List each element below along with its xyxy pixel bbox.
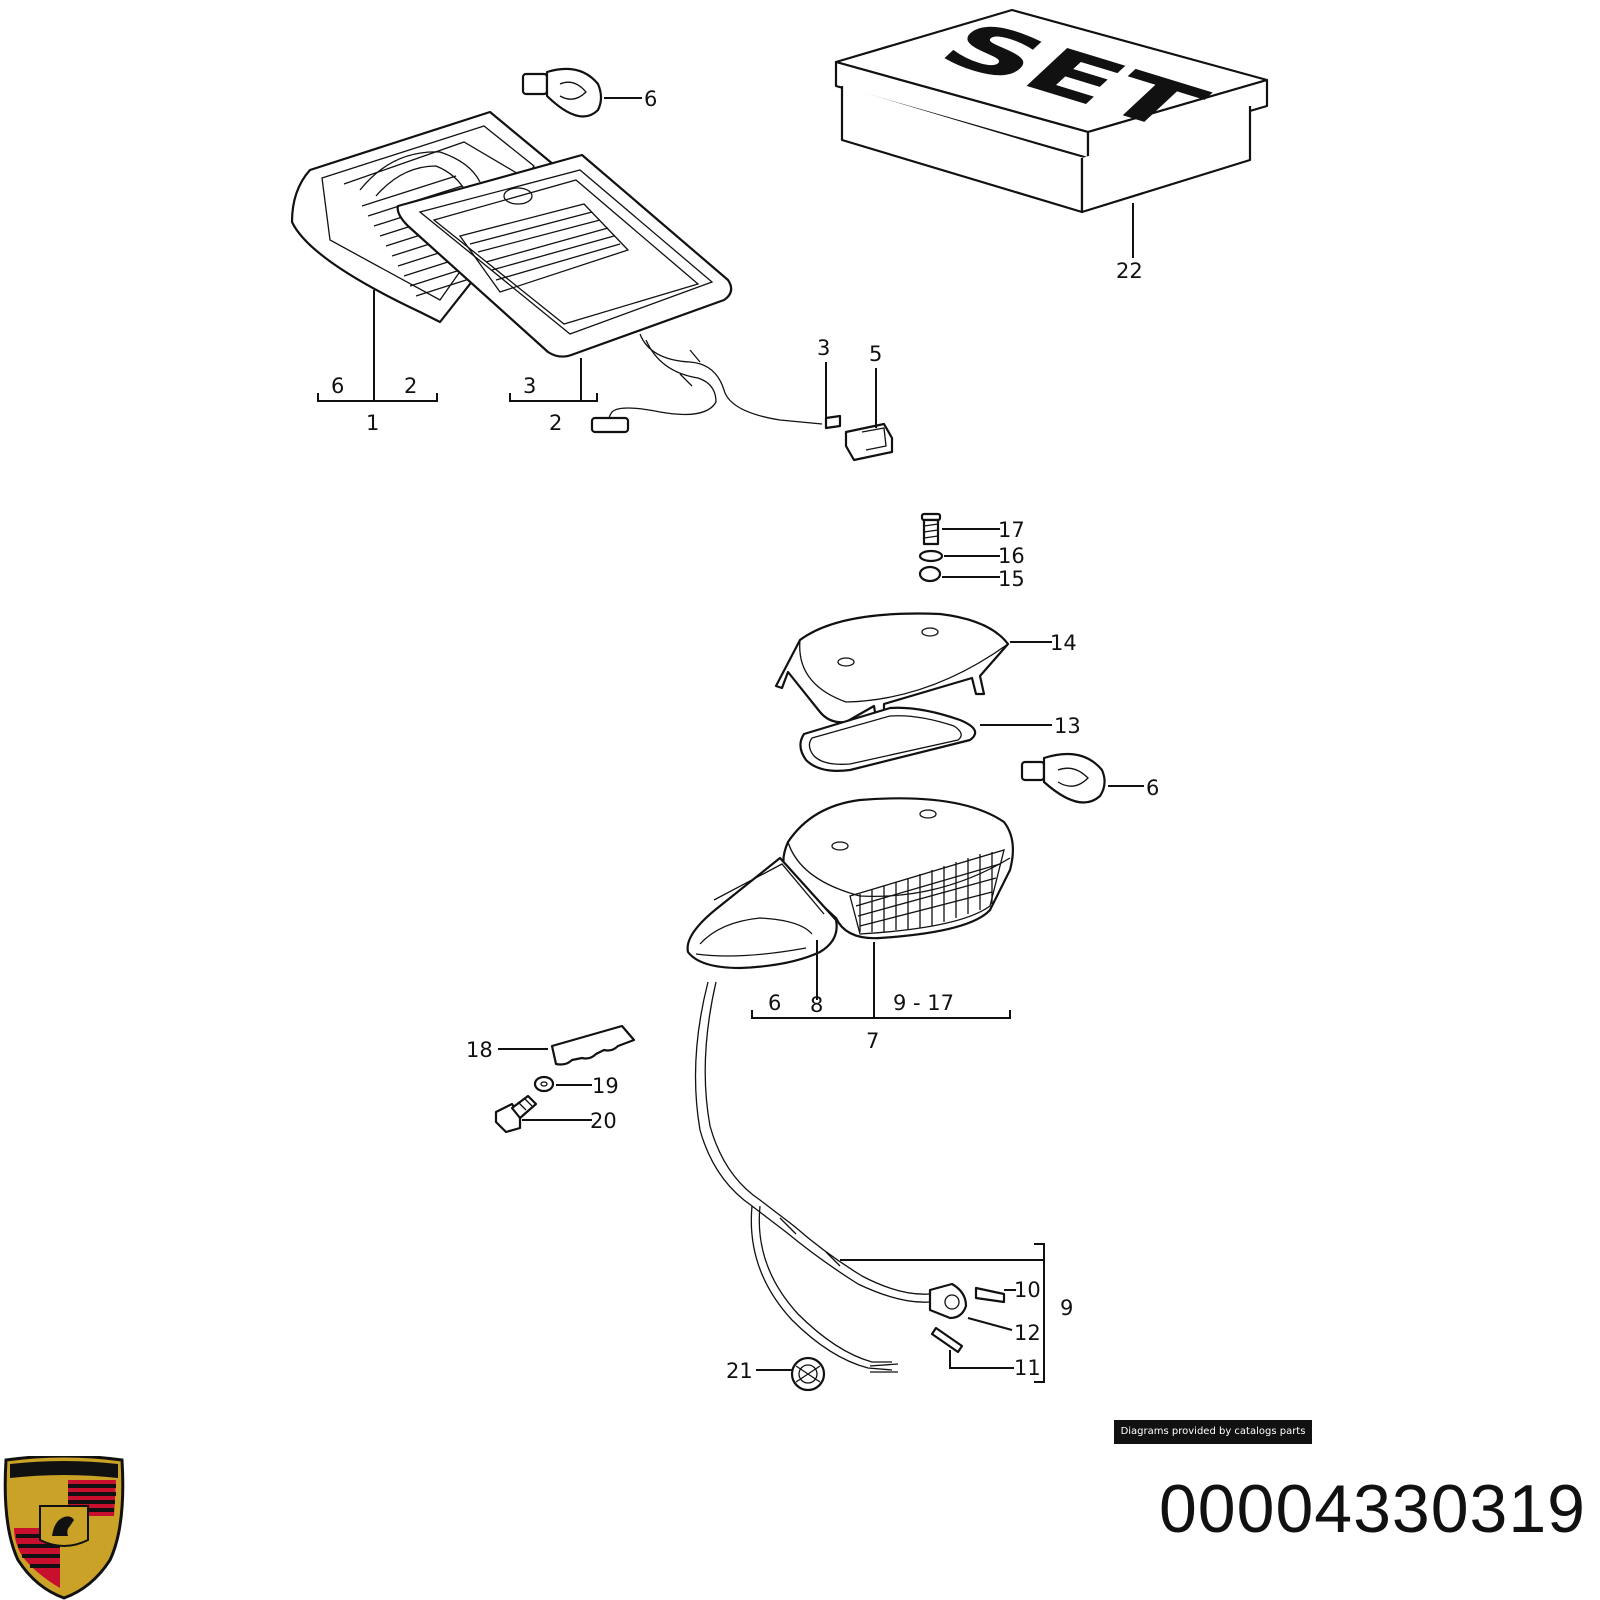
bolt [494, 1094, 538, 1134]
callout-21: 21 [726, 1359, 753, 1383]
screw-washer-set [918, 512, 944, 583]
callout-22: 22 [1116, 259, 1143, 283]
callout-12: 12 [1014, 1321, 1041, 1345]
callout-1-sub6: 6 [331, 374, 344, 398]
callout-7: 7 [866, 1029, 879, 1053]
callout-6-top: 6 [644, 87, 657, 111]
callout-17: 17 [998, 518, 1025, 542]
callout-2-sub3: 3 [523, 374, 536, 398]
credit-badge: Diagrams provided by catalogs parts [1114, 1420, 1312, 1444]
part-number: 00004330319 [1158, 1471, 1586, 1547]
callout-7-sub6: 6 [768, 991, 781, 1015]
callout-15: 15 [998, 567, 1025, 591]
callout-14: 14 [1050, 631, 1077, 655]
callout-19: 19 [592, 1074, 619, 1098]
clip-bracket [550, 1024, 636, 1066]
bulb-middle [1020, 752, 1106, 804]
callout-9: 9 [1060, 1296, 1073, 1320]
callout-7-sub8: 8 [810, 993, 823, 1017]
lamp-housing [686, 797, 1015, 970]
gasket [799, 706, 977, 772]
brake-lamp-assembly [290, 110, 894, 462]
bulb-top [521, 67, 603, 118]
callout-1-sub2: 2 [404, 374, 417, 398]
washer [533, 1075, 555, 1093]
callout-3: 3 [817, 336, 830, 360]
callout-13: 13 [1054, 714, 1081, 738]
callout-10: 10 [1014, 1278, 1041, 1302]
set-box: SET [834, 8, 1269, 214]
callout-11: 11 [1014, 1356, 1041, 1380]
porsche-crest-logo [3, 1456, 125, 1600]
grommet [790, 1356, 826, 1392]
callout-1: 1 [366, 411, 379, 435]
callout-20: 20 [590, 1109, 617, 1133]
callout-5: 5 [869, 342, 882, 366]
callout-6-middle: 6 [1146, 776, 1159, 800]
callout-7-sub9-17: 9 - 17 [893, 991, 954, 1015]
cable-harness [694, 981, 1006, 1373]
lamp-cover [774, 612, 1010, 732]
callout-18: 18 [466, 1038, 493, 1062]
callout-2: 2 [549, 411, 562, 435]
callout-16: 16 [998, 544, 1025, 568]
